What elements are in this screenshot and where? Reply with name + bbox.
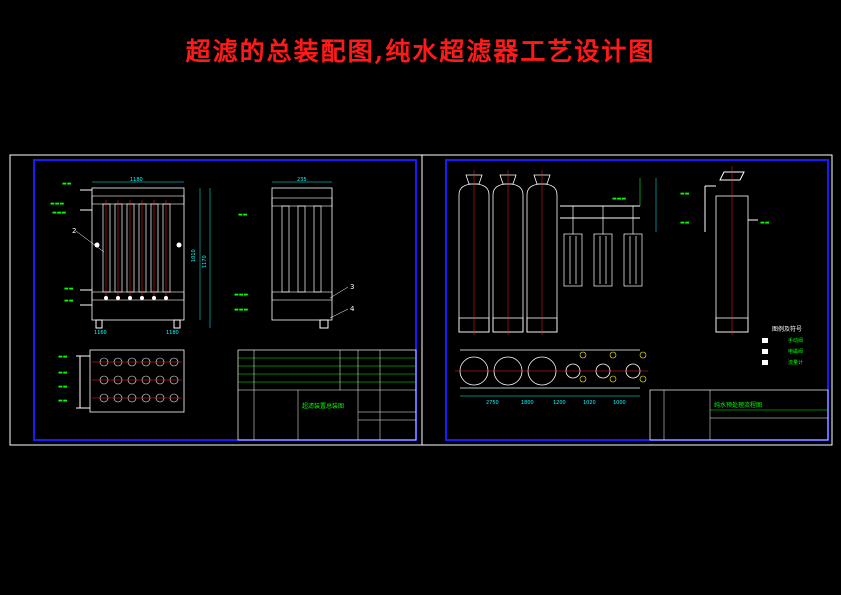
- side-view-ultrafilter-rack: 235 ▬▬▬▬▬▬▬▬ 3 4: [234, 177, 355, 329]
- svg-text:▬▬: ▬▬: [760, 220, 770, 226]
- front-view-ultrafilter-rack: 1180 1010 1170 1160 1180 ▬▬▬▬▬ ▬▬▬▬▬▬▬ 2: [50, 177, 211, 336]
- svg-text:▬▬▬: ▬▬▬: [52, 210, 66, 216]
- svg-text:▬▬▬: ▬▬▬: [612, 196, 626, 202]
- dim-bottom-right: 1180: [166, 330, 179, 336]
- svg-text:▬▬: ▬▬: [680, 191, 690, 197]
- right-drawing-name: 纯水预处理流程图: [714, 401, 762, 409]
- svg-text:▬▬▬: ▬▬▬: [50, 201, 64, 207]
- svg-text:▬▬: ▬▬: [58, 398, 68, 404]
- callout-4: 4: [350, 305, 355, 313]
- svg-text:▬▬: ▬▬: [238, 212, 248, 218]
- left-drawing-name: 超滤装置总装图: [302, 402, 344, 410]
- dim-flow-2: 1800: [521, 400, 534, 406]
- svg-text:▬▬: ▬▬: [64, 298, 74, 304]
- svg-text:▬▬: ▬▬: [64, 286, 74, 292]
- dim-flow-3: 1200: [553, 400, 566, 406]
- right-title-block: 纯水预处理流程图: [649, 389, 829, 441]
- right-drawing-frame: [445, 159, 829, 441]
- pretreatment-tanks: [458, 170, 558, 335]
- dim-flow-4: 1020: [583, 400, 596, 406]
- callout-3: 3: [350, 283, 354, 291]
- legend-title: 图例及符号: [772, 325, 802, 333]
- ultrafilter-column: ▬▬ ▬▬ ▬▬: [680, 166, 770, 335]
- legend-item-solenoid-valve: 电磁阀: [788, 348, 803, 355]
- dim-bottom-left: 1160: [94, 330, 107, 336]
- legend-item-flowmeter: 流量计: [788, 359, 803, 366]
- left-title-block: 超滤装置总装图: [237, 349, 417, 441]
- svg-text:▬▬: ▬▬: [680, 220, 690, 226]
- process-flow-plan: 2750 1800 1200 1020 1000: [455, 349, 648, 406]
- dim-width-front: 1180: [130, 177, 143, 183]
- left-drawing-frame: [33, 159, 417, 441]
- legend-item-manual-valve: 手动阀: [788, 337, 803, 344]
- dim-width-side: 235: [297, 177, 307, 183]
- svg-text:▬▬: ▬▬: [58, 384, 68, 390]
- dim-flow-1: 2750: [486, 400, 499, 406]
- svg-text:▬▬: ▬▬: [62, 181, 72, 187]
- page-title: 超滤的总装配图,纯水超滤器工艺设计图: [185, 37, 656, 66]
- svg-text:▬▬: ▬▬: [58, 354, 68, 360]
- right-sheet-border: [421, 154, 833, 446]
- svg-text:▬▬▬: ▬▬▬: [234, 307, 248, 313]
- dim-flow-5: 1000: [613, 400, 626, 406]
- symbol-legend: 图例及符号 手动阀 电磁阀 流量计: [762, 325, 803, 366]
- callout-2: 2: [72, 227, 76, 235]
- svg-text:▬▬▬: ▬▬▬: [234, 292, 248, 298]
- dim-height-front-total: 1170: [202, 255, 208, 268]
- dim-height-front: 1010: [191, 249, 197, 262]
- cartridge-filters: ▬▬▬: [560, 178, 657, 287]
- svg-text:▬▬: ▬▬: [58, 370, 68, 376]
- top-view-ultrafilter-rack: ▬▬ ▬▬ ▬▬ ▬▬: [58, 349, 185, 413]
